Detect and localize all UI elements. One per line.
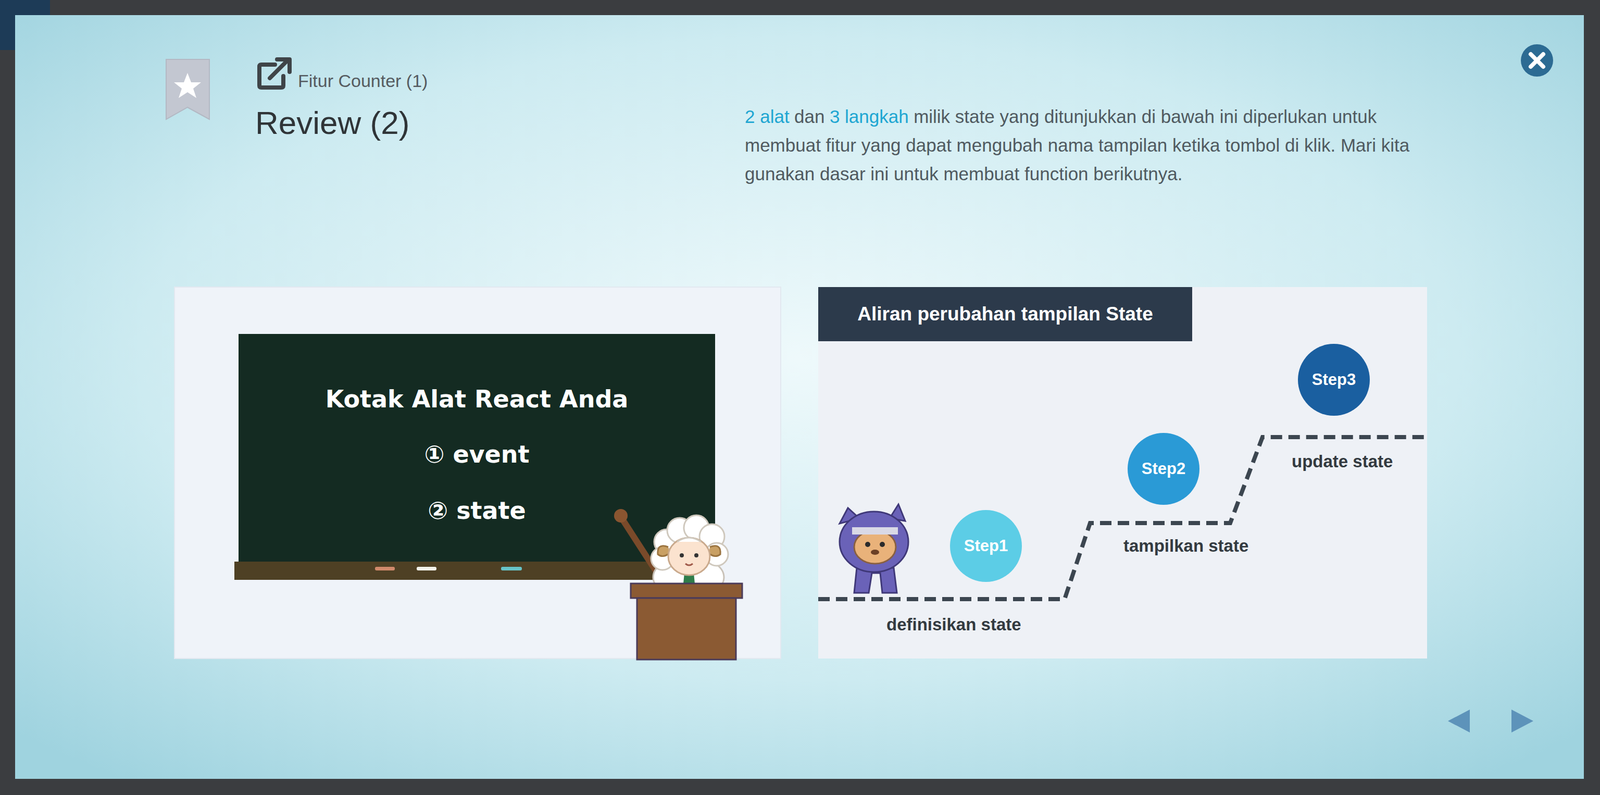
- step-circle: Step1: [950, 509, 1022, 582]
- breadcrumb: Fitur Counter (1): [297, 70, 428, 92]
- chalk-tray: [234, 561, 715, 580]
- chalkboard: [238, 333, 716, 562]
- step-caption: tampilkan state: [1123, 535, 1249, 556]
- ninja-character: [839, 504, 909, 593]
- step-label: Step1: [964, 536, 1008, 556]
- board-item: ① event: [423, 440, 530, 469]
- board-heading: Kotak Alat React Anda: [325, 384, 629, 414]
- modal-ground: [15, 15, 1584, 779]
- external-link-icon: [259, 59, 290, 88]
- prev-arrow: [1447, 709, 1470, 733]
- podium: [630, 583, 743, 660]
- step-circle: Step2: [1127, 432, 1200, 505]
- step-circle: Step3: [1297, 343, 1370, 416]
- highlight-text: 2 alat: [744, 106, 790, 127]
- slide-title: Review (2): [255, 104, 410, 142]
- header-band: Aliran perubahan tampilan State: [818, 286, 1193, 342]
- chalkboard-box: Kotak Alat React Anda ① event ② state: [238, 333, 716, 562]
- step-caption: update state: [1291, 451, 1393, 472]
- staircase-path: [818, 436, 1428, 599]
- close-button: [1520, 44, 1554, 77]
- step-caption: definisikan state: [886, 614, 1022, 635]
- band-title: Aliran perubahan tampilan State: [857, 303, 1153, 325]
- right-panel: [818, 286, 1428, 659]
- step-label: Step2: [1141, 459, 1186, 479]
- highlight-text: 3 langkah: [829, 106, 909, 127]
- body-text: dan: [794, 106, 825, 127]
- board-item: ② state: [427, 496, 527, 525]
- next-arrow: [1511, 709, 1534, 733]
- bookmark-icon: [166, 59, 210, 120]
- intro-paragraph: 2 alatdan3 langkahmilik state yang ditun…: [744, 102, 1417, 189]
- step-label: Step3: [1311, 370, 1356, 390]
